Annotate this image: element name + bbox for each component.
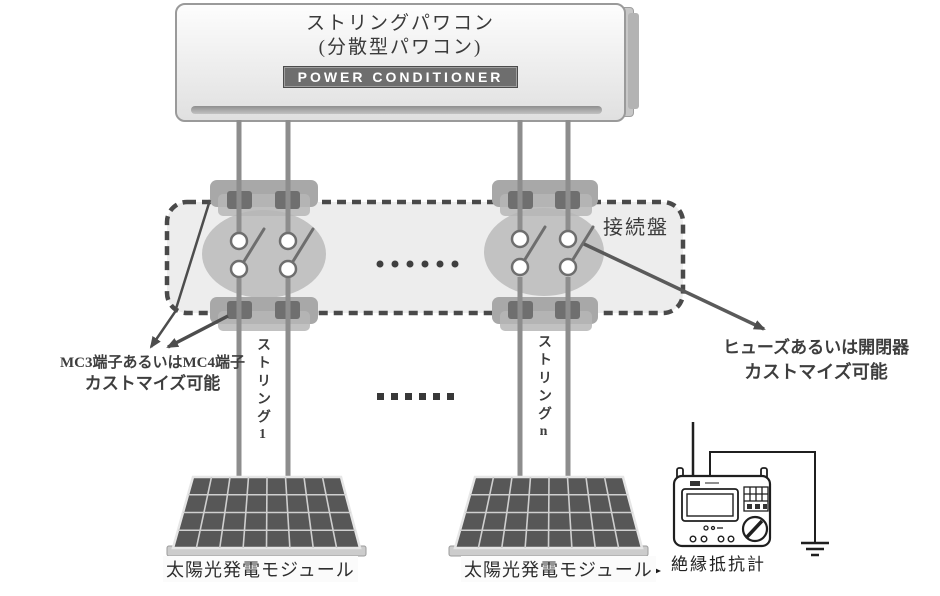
fuse-note: ヒューズあるいは開閉器 カストマイズ可能 xyxy=(700,337,932,384)
module-label-left: 太陽光発電モジュール xyxy=(163,556,358,582)
power-conditioner-vent xyxy=(191,106,602,114)
power-conditioner-badge: POWER CONDITIONER xyxy=(282,66,519,88)
pv-panel-right xyxy=(448,475,649,557)
terminal-note-arrow-2 xyxy=(166,314,229,349)
terminal-note-arrow-1 xyxy=(149,199,212,349)
module-label-right: 太陽光発電モジュール xyxy=(461,556,656,582)
terminal-block-top-right xyxy=(492,180,598,216)
terminal-note-line2: カストマイズ可能 xyxy=(84,374,221,394)
fuse-note-line2: カストマイズ可能 xyxy=(744,361,888,382)
meter-ground-wire xyxy=(709,451,816,542)
terminal-block-top-left xyxy=(210,180,318,216)
string-wires xyxy=(236,120,571,478)
disconnect-switches xyxy=(229,225,595,279)
meter-display xyxy=(681,488,739,522)
power-conditioner-subtitle: (分散型パワコン) xyxy=(318,37,483,58)
switch-group-left xyxy=(202,210,326,298)
terminal-block-bottom-right xyxy=(492,297,598,331)
terminal-note: MC3端子あるいはMC4端子 カストマイズ可能 xyxy=(45,353,260,396)
pv-panel-left xyxy=(166,475,367,557)
string1-label: ストリング1 xyxy=(255,337,270,446)
ground-symbol-icon xyxy=(801,541,829,557)
junction-box-label: 接続盤 xyxy=(603,217,669,239)
string-n-label: ストリングn xyxy=(536,334,551,443)
fuse-note-arrow xyxy=(583,242,766,331)
insulation-meter-drawing xyxy=(672,422,829,557)
more-modules-dots xyxy=(377,393,454,400)
power-conditioner-title: ストリングパワコン xyxy=(305,13,495,34)
power-conditioner-box: ストリングパワコン (分散型パワコン) POWER CONDITIONER xyxy=(175,3,626,122)
power-conditioner-side-panel-2 xyxy=(628,13,639,109)
insulation-meter-label: 絶縁抵抗計 xyxy=(671,555,766,574)
more-strings-dots xyxy=(376,260,459,268)
meter-terminal-grid xyxy=(743,486,769,512)
fuse-note-line1: ヒューズあるいは開閉器 xyxy=(722,338,910,357)
switch-group-right xyxy=(484,208,604,296)
terminal-block-bottom-left xyxy=(210,297,318,331)
terminal-note-line1: MC3端子あるいはMC4端子 xyxy=(60,355,245,371)
